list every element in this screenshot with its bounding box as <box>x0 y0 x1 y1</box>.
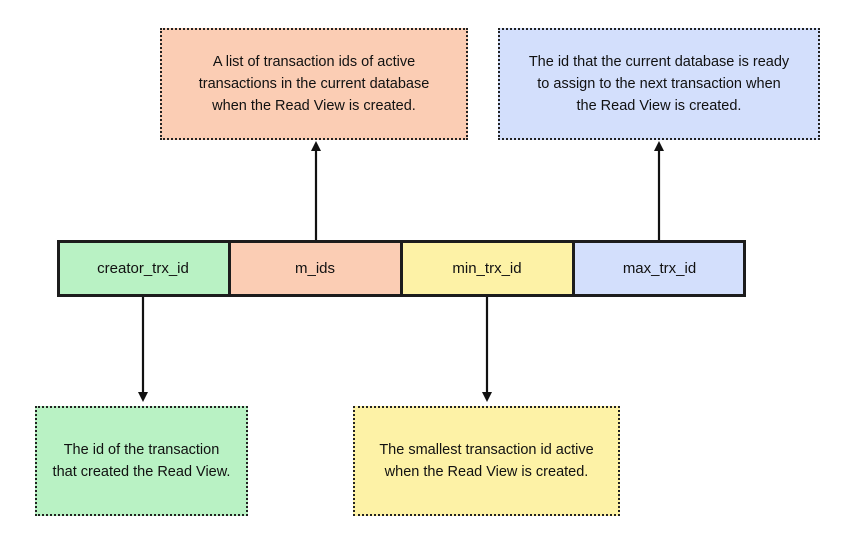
note-creator-trx-id: The id of the transaction that created t… <box>35 406 248 516</box>
note-max-trx-id-text: The id that the current database is read… <box>528 54 790 114</box>
note-min-trx-id-text: The smallest transaction id active when … <box>379 442 594 480</box>
field-creator-trx-id: creator_trx_id <box>57 240 229 296</box>
field-divider <box>228 240 231 297</box>
field-min-trx-id-label: min_trx_id <box>452 259 522 277</box>
field-creator-trx-id-label: creator_trx_id <box>97 259 189 277</box>
field-m-ids: m_ids <box>229 240 401 296</box>
field-min-trx-id: min_trx_id <box>401 240 573 296</box>
field-max-trx-id: max_trx_id <box>573 240 746 296</box>
field-divider <box>572 240 575 297</box>
field-m-ids-label: m_ids <box>294 259 335 277</box>
field-max-trx-id-label: max_trx_id <box>622 259 697 277</box>
note-creator-trx-id-text: The id of the transaction that created t… <box>52 442 231 480</box>
field-divider <box>400 240 403 297</box>
note-m-ids: A list of transaction ids of active tran… <box>160 28 468 140</box>
note-max-trx-id: The id that the current database is read… <box>498 28 820 140</box>
note-min-trx-id: The smallest transaction id active when … <box>353 406 620 516</box>
note-m-ids-text: A list of transaction ids of active tran… <box>198 54 430 114</box>
